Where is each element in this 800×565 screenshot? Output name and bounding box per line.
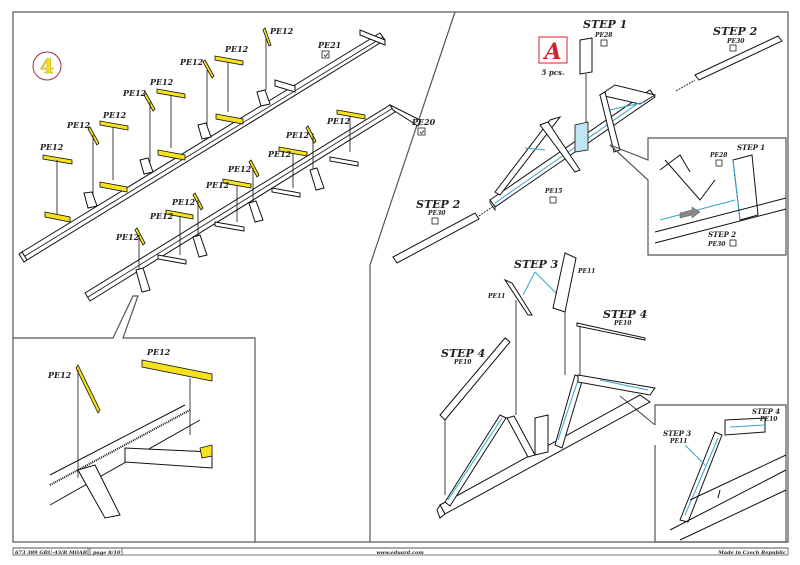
fold-check-icon (600, 39, 608, 47)
part-label: PE12 (102, 110, 127, 120)
detail-frame-truss (654, 404, 787, 543)
part-label: PE12 (179, 57, 204, 67)
step-title: STEP 1 (583, 18, 627, 31)
step-title: STEP 4 (752, 407, 780, 416)
callout-pe20: PE20 (411, 117, 436, 136)
part-label: PE12 (326, 116, 351, 126)
part-label: PE12 (149, 211, 174, 221)
upper-parts (42, 27, 296, 223)
fold-check-icon (549, 196, 557, 204)
step4-part-right (576, 322, 646, 341)
part-label: PE30 (427, 210, 446, 217)
fold-check-icon (729, 239, 737, 247)
part-label: PE30 (726, 38, 745, 45)
badge-frame (538, 36, 568, 64)
part-label: PE12 (227, 164, 252, 174)
fold-check-icon (321, 50, 330, 59)
part-label: PE10 (453, 359, 472, 366)
page-number: page 8/10 (93, 550, 121, 556)
part-label: PE12 (267, 149, 292, 159)
step-title: STEP 4 (603, 308, 647, 321)
callout-pe21: PE21 (317, 40, 341, 59)
step-title: STEP 1 (737, 143, 765, 152)
detail-frame-left (13, 295, 256, 542)
step2-part (694, 35, 783, 81)
part-label: PE12 (149, 77, 174, 87)
step-title: STEP 3 (514, 258, 559, 271)
step3-part-left (503, 278, 533, 316)
section-divider (369, 11, 456, 542)
page-border (12, 11, 789, 543)
detail-left: PE12 PE12 (47, 347, 213, 519)
step-title: STEP 2 (713, 25, 758, 38)
part-label: PE12 (269, 26, 294, 36)
quantity-label: 5 pcs. (542, 68, 565, 77)
section-ring (32, 51, 62, 81)
website-link[interactable]: www.eduard.com (376, 550, 423, 556)
part-label: PE12 (39, 142, 64, 152)
kit-code: 673 389 GBU-43/B MOAB (15, 550, 87, 556)
footer-bar (12, 547, 789, 556)
detail-frame-a (609, 137, 787, 256)
part-label: PE12 (47, 370, 72, 380)
part-label: PE15 (544, 188, 562, 195)
step-title: STEP 2 (708, 230, 736, 239)
step-title: STEP 2 (416, 198, 461, 211)
lower-parts (134, 109, 366, 293)
part-label: PE30 (707, 241, 726, 248)
fold-check-icon (729, 44, 737, 52)
part-label: PE28 (594, 32, 613, 39)
part-label: PE12 (66, 120, 91, 130)
step1-part (579, 37, 593, 75)
detail-truss (669, 417, 787, 541)
detail-leader (619, 395, 656, 426)
callout-label: PE21 (317, 40, 341, 50)
detail-a (654, 154, 787, 244)
origin-label: Made in Czech Republic (717, 550, 786, 556)
part-labels-pe12: PE12 PE12 PE12 PE12 PE12 PE12 PE12 PE12 … (39, 26, 351, 242)
part-label: PE11 (577, 268, 595, 275)
part-label: PE11 (487, 293, 505, 300)
sub-assembly-a-truss (489, 84, 657, 212)
part-label: PE12 (122, 88, 147, 98)
badge-letter: A (542, 39, 561, 65)
part-label: PE12 (224, 44, 249, 54)
step4-part-left (439, 337, 511, 421)
fold-check-icon (417, 127, 426, 136)
section-number-badge: 4 (32, 51, 62, 81)
part-label: PE12 (146, 347, 171, 357)
step2-part-left (392, 212, 480, 264)
badge-a: A 5 pcs. (538, 36, 568, 77)
part-label: PE10 (613, 320, 632, 327)
part-label: PE11 (669, 438, 687, 445)
step-title: STEP 3 (663, 429, 691, 438)
part-label: PE12 (115, 232, 140, 242)
fold-check-icon (431, 217, 439, 225)
part-label: PE12 (171, 197, 196, 207)
section-number: 4 (40, 54, 54, 78)
part-label: PE12 (205, 180, 230, 190)
part-label: PE28 (709, 152, 728, 159)
fold-check-icon (715, 159, 723, 167)
step-title: STEP 4 (441, 347, 485, 360)
part-label: PE10 (759, 416, 778, 423)
callout-label: PE20 (411, 117, 436, 127)
truss-assembly (436, 374, 656, 519)
part-label: PE12 (285, 130, 310, 140)
